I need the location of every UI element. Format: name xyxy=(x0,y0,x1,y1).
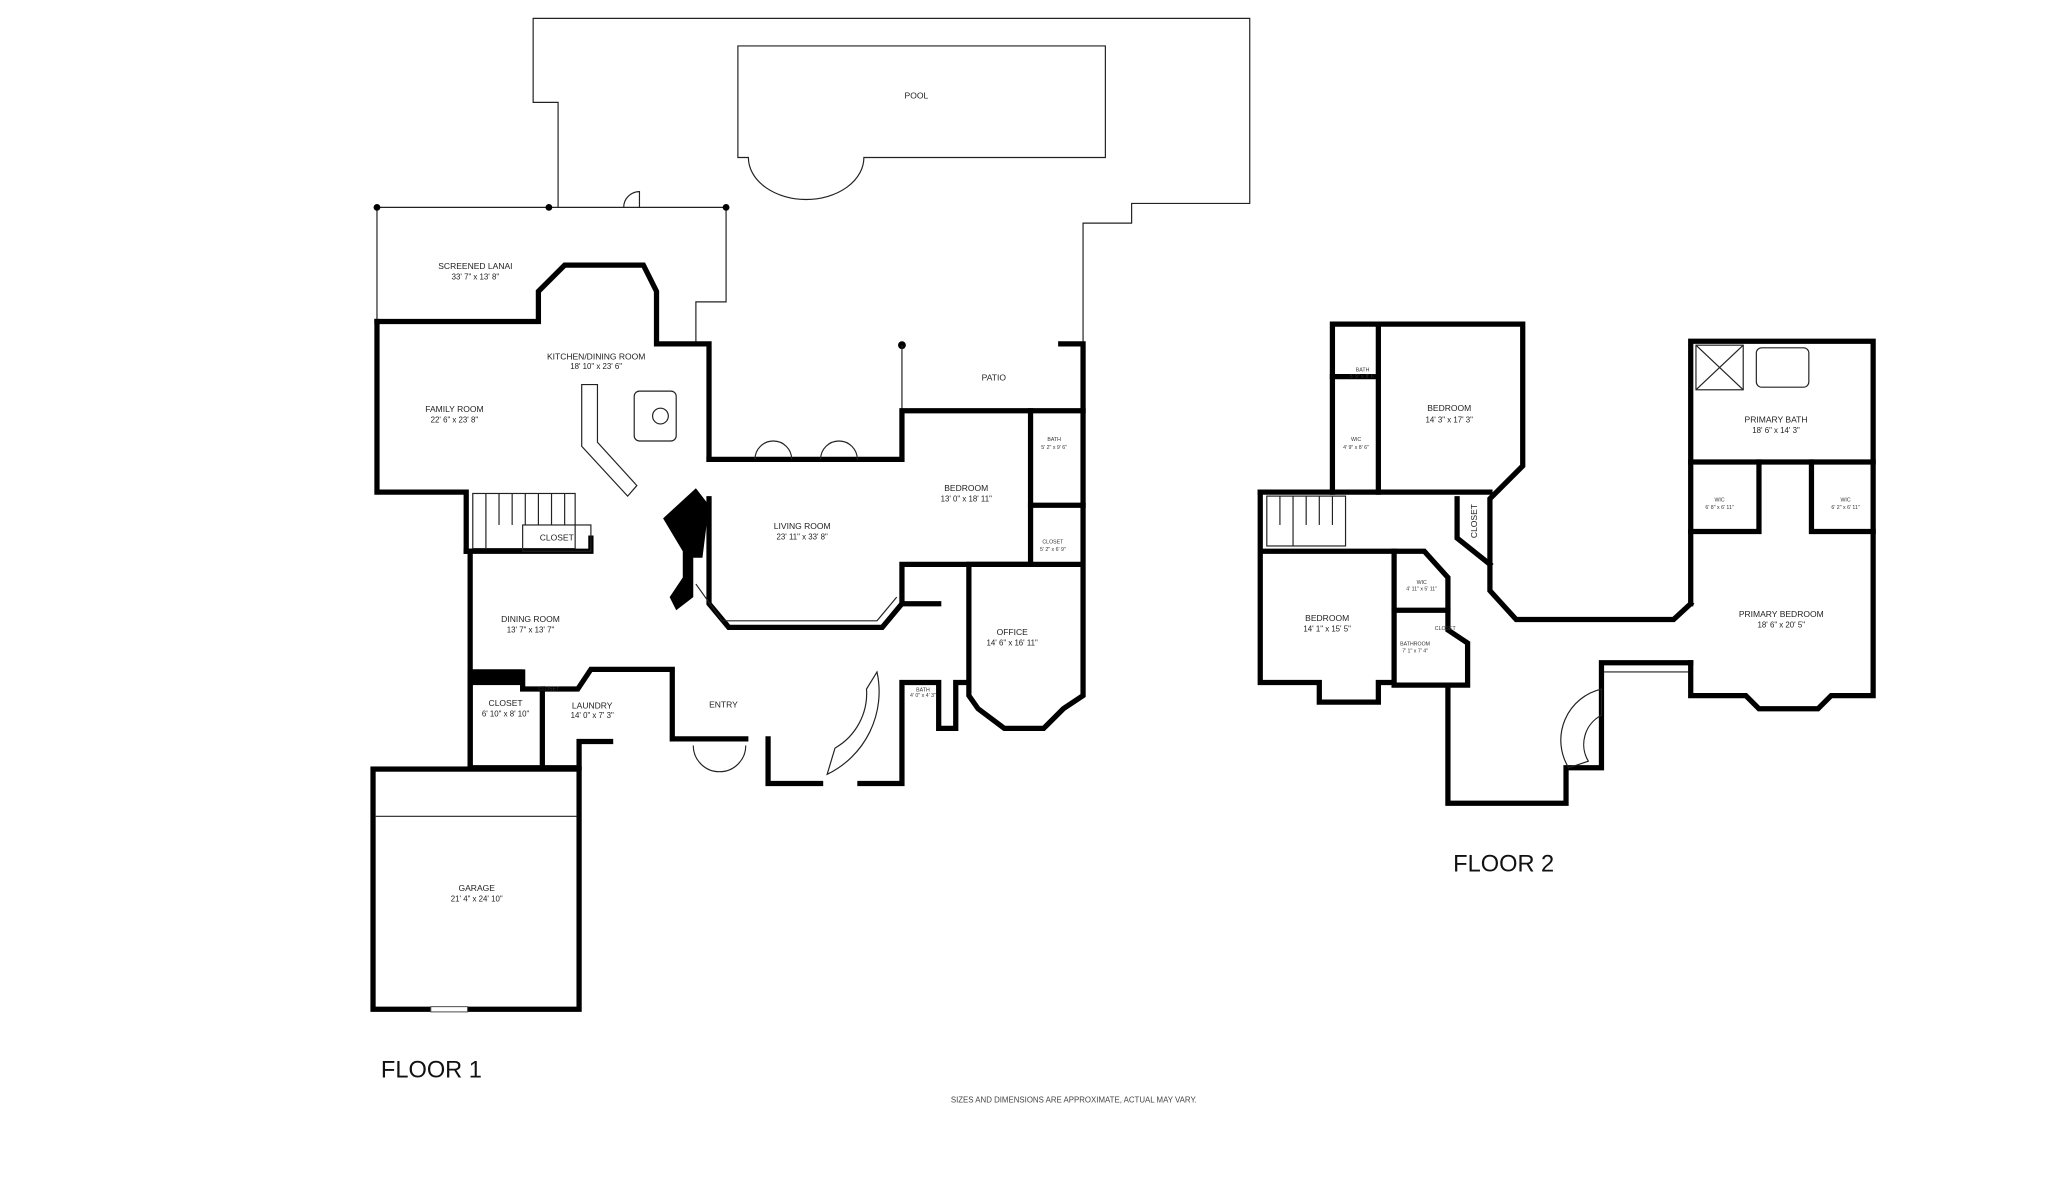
hall-bottom-walls xyxy=(1445,660,1694,806)
room-dim-bed-closet: 5' 2" x 6' 9" xyxy=(1040,547,1066,553)
stair-hall-walls xyxy=(1257,489,1397,705)
room-label-bedroom-1: BEDROOM xyxy=(1427,403,1471,413)
kitchen-island xyxy=(633,390,677,442)
floor-2-stairs xyxy=(1266,495,1347,547)
room-label-half-bath: BATH xyxy=(916,688,930,694)
room-label-living: LIVING ROOM xyxy=(774,521,831,531)
floor-2-labels: BATH 5' 9" x 8' 6" BEDROOM 14' 3" x 17' … xyxy=(1303,367,1859,654)
lanai-posts xyxy=(373,203,730,211)
room-dim-laundry: 14' 0" x 7' 3" xyxy=(571,711,614,720)
room-label-wic-1: WIC xyxy=(1351,437,1361,443)
stair-closet xyxy=(522,524,592,552)
floor-1-title: FLOOR 1 xyxy=(381,1058,482,1084)
bathtub xyxy=(1755,347,1810,388)
room-dim-kitchen: 18' 10" x 23' 6" xyxy=(570,362,622,371)
bedroom-walls xyxy=(899,408,1034,607)
fireplace xyxy=(663,488,710,611)
room-label-patio: PATIO xyxy=(982,373,1007,383)
room-label-wic-2: WIC xyxy=(1417,580,1427,586)
room-label-kitchen: KITCHEN/DINING ROOM xyxy=(547,352,645,362)
room-label-office: OFFICE xyxy=(997,627,1029,637)
room-label-small-closet: CLOSET xyxy=(538,686,560,692)
pool-deck-outline xyxy=(532,17,1251,344)
room-label-dining: DINING ROOM xyxy=(501,614,560,624)
family-kitchen-walls xyxy=(374,318,469,554)
pool-outline xyxy=(737,45,1106,201)
room-label-bed-closet: CLOSET xyxy=(1042,539,1064,545)
disclaimer: SIZES AND DIMENSIONS ARE APPROXIMATE, AC… xyxy=(951,1095,1197,1104)
room-dim-half-bath: 4' 0" x 4' 3" xyxy=(910,693,936,699)
spiral-stair xyxy=(826,670,880,776)
room-label-entry: ENTRY xyxy=(709,699,738,709)
room-label-laundry: LAUNDRY xyxy=(572,701,613,711)
room-label-tiny-closet: CLOSET xyxy=(1435,626,1457,632)
room-label-lanai: SCREENED LANAI xyxy=(438,261,512,271)
kitchen-counter xyxy=(581,383,638,497)
room-dim-family: 22' 6" x 23' 8" xyxy=(431,416,479,425)
room-dim-garage: 21' 4" x 24' 10" xyxy=(451,895,503,904)
room-label-hall-closet: CLOSET xyxy=(1469,504,1479,538)
lanai-screen xyxy=(376,206,727,344)
stairs xyxy=(472,492,576,550)
living-room-wall xyxy=(706,496,906,630)
patio-french-doors[interactable] xyxy=(754,440,858,460)
room-label-primary-bath: PRIMARY BATH xyxy=(1745,415,1808,425)
primary-suite-walls xyxy=(1688,338,1876,712)
room-label-family: FAMILY ROOM xyxy=(425,404,483,414)
floor-2-left-walls xyxy=(1329,321,1695,623)
room-dim-wic-left: 6' 8" x 6' 11" xyxy=(1705,505,1733,511)
room-dim-dining: 13' 7" x 13' 7" xyxy=(507,626,555,635)
room-label-primary-bedroom: PRIMARY BEDROOM xyxy=(1739,609,1824,619)
room-dim-wic-1: 4' 9" x 8' 6" xyxy=(1343,445,1369,451)
lanai-door xyxy=(623,191,641,208)
room-label-pool: POOL xyxy=(905,90,929,100)
room-label-bath-2: BATH xyxy=(1356,367,1370,373)
room-dim-bedroom-2: 14' 1" x 15' 5" xyxy=(1303,624,1351,633)
room-label-garage: GARAGE xyxy=(458,883,495,893)
room-dim-bedroom: 13' 0" x 18' 11" xyxy=(941,494,992,503)
room-dim-wic-right: 6' 2" x 6' 11" xyxy=(1831,505,1859,511)
room-label-bathroom: BATHROOM xyxy=(1400,642,1430,648)
patio-wall xyxy=(966,341,1086,732)
floor-2-plan: BATH 5' 9" x 8' 6" BEDROOM 14' 3" x 17' … xyxy=(1257,321,1876,877)
floor-1-plan: POOL SCREENED LANAI 33' 7" x 13' 8" KITC… xyxy=(370,17,1251,1084)
entry-double-door[interactable] xyxy=(692,745,747,773)
floor-2-spiral-stair xyxy=(1560,688,1603,769)
room-label-wic-left: WIC xyxy=(1714,497,1724,503)
room-dim-office: 14' 6" x 16' 11" xyxy=(987,639,1038,648)
room-label-stair-closet: CLOSET xyxy=(540,533,574,543)
shower xyxy=(1695,344,1744,391)
floor-2-title: FLOOR 2 xyxy=(1453,851,1554,877)
room-dim-bathroom: 7' 1" x 7' 4" xyxy=(1402,648,1428,654)
garage-walls xyxy=(370,766,582,1012)
room-label-bedroom-2: BEDROOM xyxy=(1305,613,1349,623)
room-label-bath: BATH xyxy=(1047,437,1061,443)
room-dim-bath: 5' 2" x 9' 6" xyxy=(1041,445,1067,451)
room-dim-wic-2: 4' 11" x 5' 11" xyxy=(1406,587,1437,593)
room-dim-primary-bath: 18' 6" x 14' 3" xyxy=(1752,426,1800,435)
room-label-wic-right: WIC xyxy=(1840,497,1850,503)
cooktop-icon xyxy=(651,407,669,425)
room-dim-closet: 6' 10" x 8' 10" xyxy=(482,710,530,719)
floor-1-labels: POOL SCREENED LANAI 33' 7" x 13' 8" KITC… xyxy=(425,90,1067,903)
room-label-bedroom: BEDROOM xyxy=(944,483,988,493)
room-dim-primary-bedroom: 18' 6" x 20' 5" xyxy=(1758,620,1806,629)
room-dim-bedroom-1: 14' 3" x 17' 3" xyxy=(1425,416,1473,425)
room-dim-living: 23' 11" x 33' 8" xyxy=(777,532,828,541)
room-dim-lanai: 33' 7" x 13' 8" xyxy=(452,273,500,282)
room-dim-bath-2: 5' 9" x 8' 6" xyxy=(1350,374,1376,380)
hall-closet-walls xyxy=(1454,496,1494,569)
room-label-closet: CLOSET xyxy=(489,698,523,708)
